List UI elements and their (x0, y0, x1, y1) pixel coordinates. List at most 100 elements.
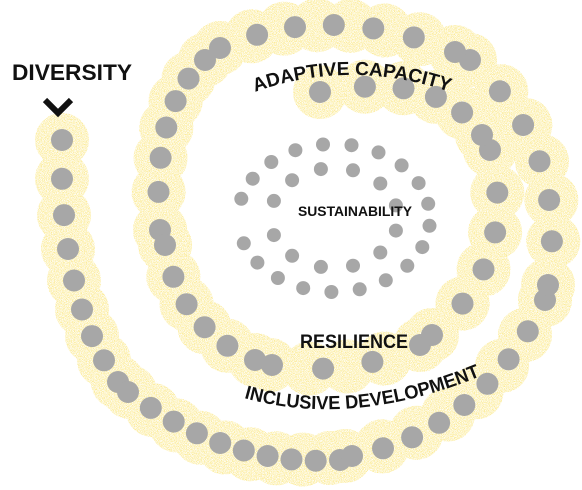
spiral-dot (162, 265, 185, 288)
inner-dot (288, 143, 303, 158)
spiral-dot (516, 320, 539, 343)
spiral-dot (453, 394, 476, 416)
inner-dot (266, 193, 281, 208)
spiral-dot (372, 437, 394, 460)
spiral-dot (451, 101, 474, 124)
inner-dot (411, 176, 426, 191)
spiral-dot (57, 238, 79, 260)
inner-dot (346, 258, 360, 273)
spiral-dot (164, 90, 187, 113)
inner-dot (400, 258, 415, 273)
spiral-dot (139, 396, 162, 419)
inner-dot (388, 198, 403, 213)
spiral-dot (451, 292, 474, 315)
spiral-dot (209, 37, 231, 59)
spiral-dot (402, 26, 425, 49)
spiral-dot (322, 14, 345, 36)
spiral-dot (537, 274, 559, 296)
inner-dot (324, 285, 339, 299)
spiral-dot (444, 41, 466, 63)
inner-dot (344, 138, 359, 153)
inner-dot (313, 162, 328, 177)
spiral-dot (361, 350, 384, 373)
spiral-dot (193, 316, 216, 339)
inner-dot (234, 191, 249, 206)
inner-dot (373, 176, 388, 191)
spiral-dot (93, 349, 115, 372)
spiral-dot (428, 411, 451, 434)
inner-dot (346, 163, 360, 178)
spiral-dot (155, 116, 178, 139)
dot-spiral (51, 14, 563, 472)
spiral-dot (528, 150, 551, 173)
spiral-dot (421, 324, 443, 346)
spiral-dot (512, 114, 535, 136)
spiral-dot (280, 448, 303, 471)
spiral-dot (538, 189, 561, 211)
spiral-dot (472, 258, 495, 281)
spiral-dot (484, 221, 507, 244)
resilience-label: RESILIENCE (300, 332, 408, 353)
inner-dot (236, 236, 251, 251)
spiral-dot (284, 16, 306, 39)
spiral-dot (476, 372, 499, 395)
spiral-dot (216, 334, 239, 357)
inner-dot (266, 228, 281, 243)
inner-dot (270, 271, 285, 285)
spiral-dot (488, 80, 511, 103)
inner-dot (422, 218, 437, 233)
inner-dot (264, 155, 279, 169)
spiral-dot (194, 49, 216, 71)
spiral-dot (51, 167, 73, 190)
spiral-dot (53, 204, 75, 227)
spiral-dot (232, 439, 255, 462)
spiral-dot (341, 445, 363, 467)
inner-dot (378, 273, 393, 288)
spiral-dot (486, 181, 509, 204)
spiral-dot (63, 269, 85, 292)
inner-dot (316, 137, 330, 152)
diversity-label: DIVERSITY (12, 60, 132, 85)
spiral-dot (175, 293, 198, 316)
spiral-dot (154, 234, 176, 256)
spiral-dot (185, 422, 208, 445)
highlight-blob (282, 341, 337, 396)
inner-dot (313, 259, 328, 274)
spiral-dot (353, 75, 376, 98)
inner-dot (250, 255, 265, 270)
inner-dot (285, 173, 300, 188)
spiral-dot (162, 410, 185, 433)
inner-dot (245, 171, 260, 186)
spiral-dot (147, 180, 170, 203)
spiral-dot (81, 325, 103, 348)
inner-dot (296, 281, 311, 296)
spiral-dot (117, 381, 139, 403)
inner-dot (394, 158, 409, 173)
spiral-dot (51, 129, 73, 151)
spiral-dot (392, 77, 415, 100)
sustainability-label: SUSTAINABILITY (298, 203, 413, 219)
spiral-dot (424, 85, 447, 108)
spiral-dot (177, 67, 200, 90)
chevron-down-icon (42, 97, 74, 118)
spiral-dot (540, 230, 563, 253)
spiral-dot (246, 23, 269, 46)
spiral-dot (362, 17, 385, 40)
spiral-dot (149, 146, 172, 169)
inner-dot (373, 245, 388, 260)
inner-dot (415, 240, 430, 255)
spiral-dot (309, 81, 331, 103)
spiral-dot (401, 426, 424, 449)
inner-dot (371, 145, 386, 160)
spiral-dot (71, 298, 93, 321)
spiral-dot (261, 354, 283, 376)
inner-dot (352, 282, 367, 297)
spiral-dot (209, 432, 232, 454)
spiral-dot (256, 445, 279, 467)
inner-dot (285, 248, 300, 263)
inner-dot (421, 196, 436, 211)
inner-dot (388, 223, 403, 238)
spiral-dot (497, 348, 520, 371)
spiral-dot (304, 449, 327, 472)
